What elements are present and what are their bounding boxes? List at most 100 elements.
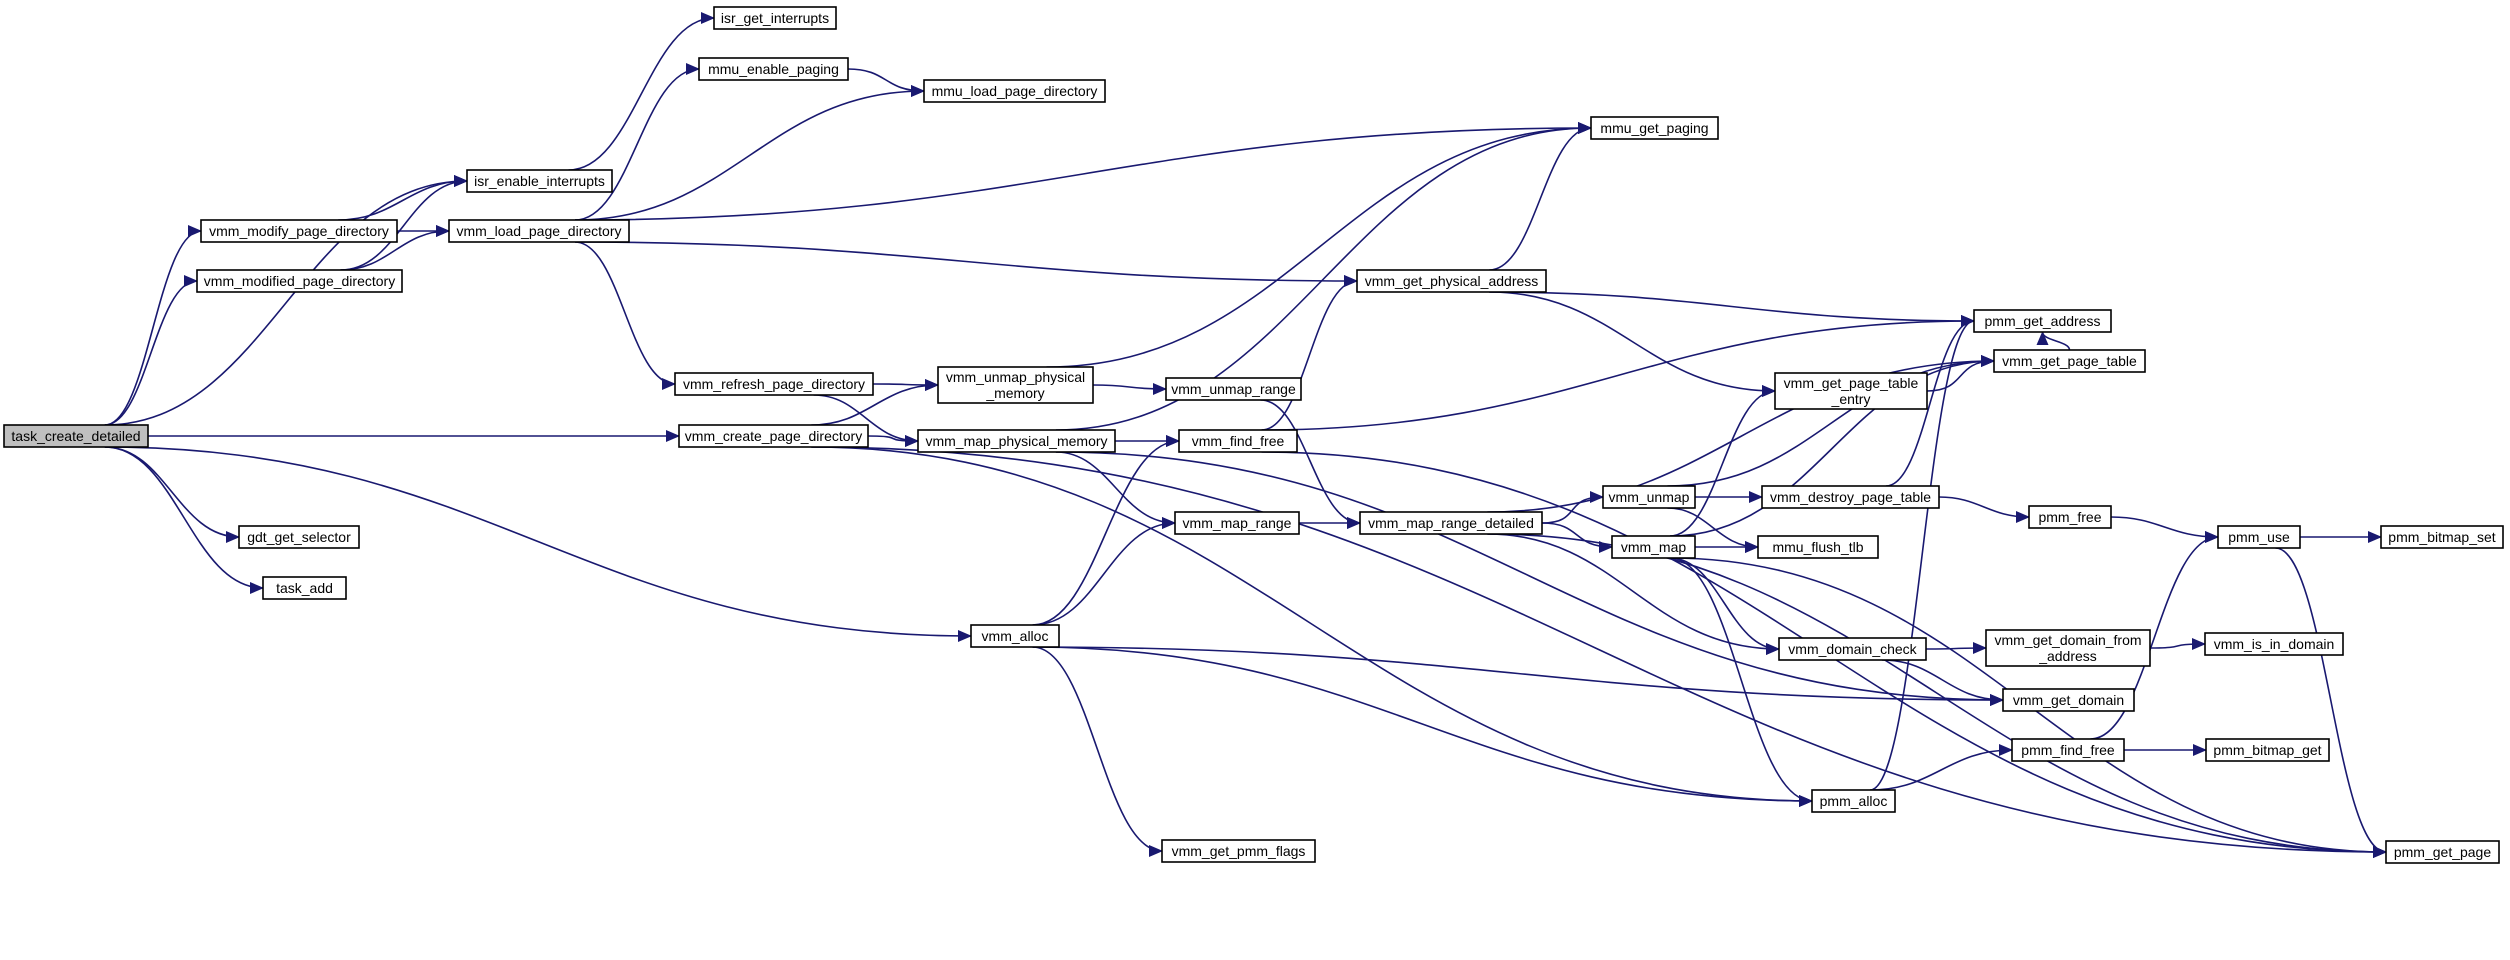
node-box[interactable] xyxy=(238,525,360,549)
node-vmm-modified-page-directory[interactable]: vmm_modified_page_directory xyxy=(196,269,403,293)
node-box[interactable] xyxy=(196,269,403,293)
node-vmm-get-pmm-flags[interactable]: vmm_get_pmm_flags xyxy=(1161,839,1316,863)
node-label: vmm_find_free xyxy=(1192,433,1285,449)
node-pmm-free[interactable]: pmm_free xyxy=(2028,505,2112,529)
node-box[interactable] xyxy=(1761,485,1940,509)
node-box[interactable] xyxy=(923,79,1106,103)
node-box[interactable] xyxy=(1165,377,1302,401)
node-vmm-create-page-directory[interactable]: vmm_create_page_directory xyxy=(678,424,869,448)
node-vmm-alloc[interactable]: vmm_alloc xyxy=(970,624,1060,648)
node-vmm-unmap[interactable]: vmm_unmap xyxy=(1602,485,1696,509)
edge-vmm-map-to-vmm-get-page-table xyxy=(1670,355,1995,537)
node-vmm-get-domain-from-address[interactable]: vmm_get_domain_from_address xyxy=(1985,629,2151,667)
node-box[interactable] xyxy=(713,6,837,30)
node-box[interactable] xyxy=(1590,116,1719,140)
node-box[interactable] xyxy=(1178,429,1298,453)
node-pmm-get-page[interactable]: pmm_get_page xyxy=(2385,840,2500,864)
node-box[interactable] xyxy=(1611,535,1696,559)
node-mmu-load-page-directory[interactable]: mmu_load_page_directory xyxy=(923,79,1106,103)
node-vmm-domain-check[interactable]: vmm_domain_check xyxy=(1778,637,1927,661)
node-box[interactable] xyxy=(1602,485,1696,509)
node-label: task_create_detailed xyxy=(11,428,140,444)
edge-vmm-unmap-range-to-vmm-map-range-detailed xyxy=(1260,399,1361,529)
node-vmm-map-range-detailed[interactable]: vmm_map_range_detailed xyxy=(1359,511,1543,535)
node-box[interactable] xyxy=(2380,525,2504,549)
node-box[interactable] xyxy=(2217,525,2301,549)
node-vmm-get-page-table[interactable]: vmm_get_page_table xyxy=(1993,349,2146,373)
node-box[interactable] xyxy=(1993,349,2146,373)
node-box[interactable] xyxy=(1973,309,2112,333)
node-vmm-refresh-page-directory[interactable]: vmm_refresh_page_directory xyxy=(674,372,874,396)
edge-vmm-create-page-directory-to-vmm-map-physical-memory xyxy=(867,434,919,447)
node-pmm-use[interactable]: pmm_use xyxy=(2217,525,2301,549)
edge-pmm-free-to-pmm-use xyxy=(2110,516,2219,543)
node-isr-enable-interrupts[interactable]: isr_enable_interrupts xyxy=(466,169,613,193)
node-pmm-bitmap-get[interactable]: pmm_bitmap_get xyxy=(2205,738,2330,762)
node-box[interactable] xyxy=(2385,840,2500,864)
node-box[interactable] xyxy=(2204,632,2344,656)
edge-vmm-destroy-page-table-to-pmm-get-address xyxy=(1885,315,1975,487)
node-box[interactable] xyxy=(1161,839,1316,863)
edge-line xyxy=(811,379,939,426)
node-vmm-get-physical-address[interactable]: vmm_get_physical_address xyxy=(1356,269,1547,293)
edge-line xyxy=(568,12,715,171)
edge-line xyxy=(1032,646,1813,807)
node-vmm-modify-page-directory[interactable]: vmm_modify_page_directory xyxy=(200,219,398,243)
node-box[interactable] xyxy=(2205,738,2330,762)
node-vmm-unmap-physical-memory[interactable]: vmm_unmap_physical_memory xyxy=(937,366,1094,404)
node-task-create-detailed[interactable]: task_create_detailed xyxy=(3,424,149,448)
node-box[interactable] xyxy=(1356,269,1547,293)
node-box[interactable] xyxy=(937,366,1094,404)
node-box[interactable] xyxy=(2028,505,2112,529)
node-isr-get-interrupts[interactable]: isr_get_interrupts xyxy=(713,6,837,30)
node-vmm-find-free[interactable]: vmm_find_free xyxy=(1178,429,1298,453)
node-pmm-bitmap-set[interactable]: pmm_bitmap_set xyxy=(2380,525,2504,549)
node-pmm-alloc[interactable]: pmm_alloc xyxy=(1811,789,1896,813)
node-pmm-get-address[interactable]: pmm_get_address xyxy=(1973,309,2112,333)
edge-line xyxy=(1925,642,1987,655)
edge-line xyxy=(1487,533,1780,655)
edge-vmm-load-page-directory-to-mmu-get-paging xyxy=(574,122,1592,221)
node-mmu-get-paging[interactable]: mmu_get_paging xyxy=(1590,116,1719,140)
node-box[interactable] xyxy=(466,169,613,193)
node-box[interactable] xyxy=(917,429,1116,453)
node-box[interactable] xyxy=(200,219,398,243)
node-box[interactable] xyxy=(448,219,630,243)
node-vmm-is-in-domain[interactable]: vmm_is_in_domain xyxy=(2204,632,2344,656)
node-vmm-unmap-range[interactable]: vmm_unmap_range xyxy=(1165,377,1302,401)
node-box[interactable] xyxy=(1359,511,1543,535)
node-box[interactable] xyxy=(674,372,874,396)
node-box[interactable] xyxy=(1757,535,1879,559)
edge-line xyxy=(1670,557,1780,655)
node-box[interactable] xyxy=(1985,629,2151,667)
node-mmu-flush-tlb[interactable]: mmu_flush_tlb xyxy=(1757,535,1879,559)
edge-vmm-get-physical-address-to-vmm-get-page-table-entry xyxy=(1489,291,1776,397)
node-box[interactable] xyxy=(698,57,849,81)
node-box[interactable] xyxy=(970,624,1060,648)
node-vmm-destroy-page-table[interactable]: vmm_destroy_page_table xyxy=(1761,485,1940,509)
edge-line xyxy=(1870,744,2013,791)
node-vmm-map-physical-memory[interactable]: vmm_map_physical_memory xyxy=(917,429,1116,453)
node-vmm-get-domain[interactable]: vmm_get_domain xyxy=(2002,688,2135,712)
node-box[interactable] xyxy=(262,576,347,600)
node-mmu-enable-paging[interactable]: mmu_enable_paging xyxy=(698,57,849,81)
node-vmm-map-range[interactable]: vmm_map_range xyxy=(1174,511,1300,535)
node-vmm-map[interactable]: vmm_map xyxy=(1611,535,1696,559)
node-vmm-load-page-directory[interactable]: vmm_load_page_directory xyxy=(448,219,630,243)
edges-layer xyxy=(104,12,2387,858)
node-box[interactable] xyxy=(1174,511,1300,535)
node-vmm-get-page-table-entry[interactable]: vmm_get_page_table_entry xyxy=(1774,372,1928,410)
node-box[interactable] xyxy=(2011,738,2125,762)
node-pmm-find-free[interactable]: pmm_find_free xyxy=(2011,738,2125,762)
node-task-add[interactable]: task_add xyxy=(262,576,347,600)
node-box[interactable] xyxy=(3,424,149,448)
node-box[interactable] xyxy=(1811,789,1896,813)
node-box[interactable] xyxy=(1774,372,1928,410)
edge-vmm-map-to-pmm-alloc xyxy=(1670,557,1813,807)
node-box[interactable] xyxy=(1778,637,1927,661)
node-box[interactable] xyxy=(678,424,869,448)
edge-vmm-create-page-directory-to-vmm-unmap-physical-memory xyxy=(811,379,939,426)
node-box[interactable] xyxy=(2002,688,2135,712)
edge-vmm-destroy-page-table-to-pmm-free xyxy=(1938,496,2030,523)
node-gdt-get-selector[interactable]: gdt_get_selector xyxy=(238,525,360,549)
